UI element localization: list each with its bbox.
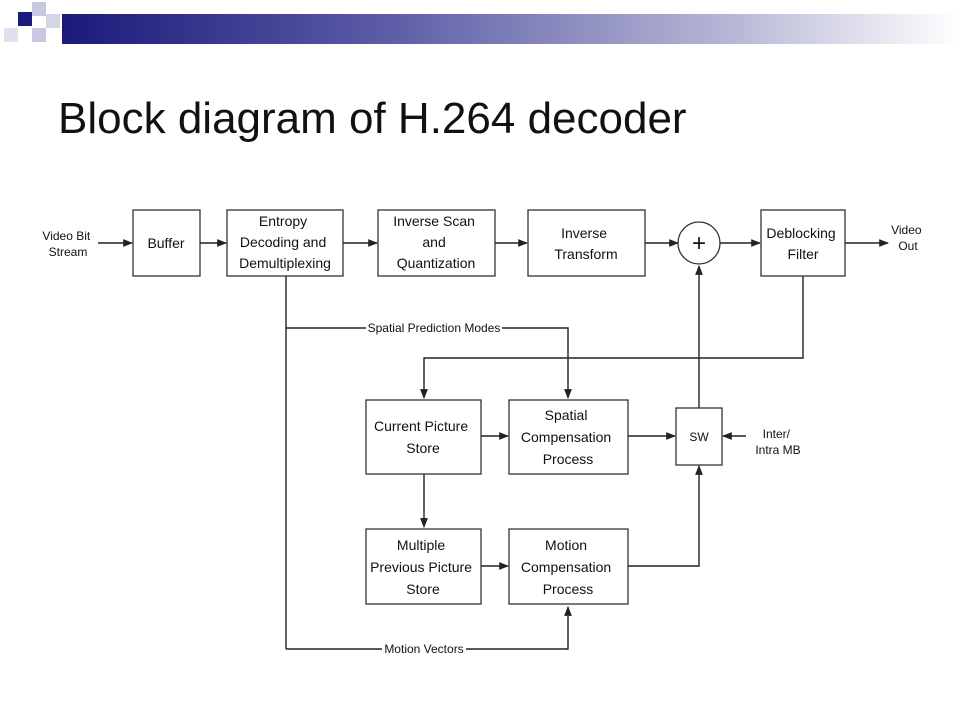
svg-text:Deblocking Filter: Deblocking Filter: [766, 225, 839, 262]
multiple-previous-picture-store-block: Multiple Previous Picture Store: [365, 528, 482, 605]
svg-text:SW: SW: [689, 430, 709, 444]
video-out-label: Video Out: [891, 223, 925, 253]
svg-text:Inverse Transform: Inverse Transform: [554, 225, 617, 262]
svg-text:Buffer: Buffer: [147, 235, 184, 251]
svg-text:Spatial Compensation: Spatial Compensation Process: [521, 407, 615, 467]
spatial-prediction-modes-label: Spatial Prediction Modes: [368, 321, 501, 335]
spatial-modes-line-right: [502, 327, 572, 399]
video-bit-stream-label: Video Bit Stream: [42, 229, 93, 259]
deblocking-filter-block: Deblocking Filter: [760, 209, 846, 277]
current-picture-store-block: Current Picture Store: [365, 399, 482, 475]
svg-text:+: +: [692, 230, 706, 257]
buffer-block: Buffer: [132, 209, 201, 277]
sw-switch-block: SW: [675, 407, 723, 466]
connections: [98, 239, 889, 650]
corner-square-light: [46, 14, 60, 28]
inverse-transform-block: Inverse Transform: [527, 209, 646, 277]
svg-text:Current Picture Store: Current Picture Store: [374, 418, 472, 456]
corner-square-dark: [18, 12, 32, 26]
corner-square-light: [32, 2, 46, 16]
title-gradient-bar: [62, 14, 960, 44]
svg-text:Multiple Previous Pictur: Multiple Previous Picture Store: [370, 537, 476, 597]
svg-text:Inverse Scan and Q: Inverse Scan and Quantization: [393, 213, 479, 271]
spatial-compensation-block: Spatial Compensation Process: [508, 399, 629, 475]
motion-to-sw: [628, 465, 703, 567]
slide-title: Block diagram of H.264 decoder: [58, 94, 687, 143]
adder-node: +: [677, 221, 721, 265]
motion-vectors-line-right: [466, 606, 572, 650]
svg-text:Motion Compensation: Motion Compensation Process: [521, 537, 615, 597]
corner-square-light: [32, 28, 46, 42]
deblocking-feedback: [420, 276, 804, 399]
svg-text:Entropy Decoding and: Entropy Decoding and Demultiplexing: [239, 213, 331, 271]
motion-compensation-block: Motion Compensation Process: [508, 528, 629, 605]
motion-vectors-label: Motion Vectors: [384, 642, 463, 656]
inverse-scan-block: Inverse Scan and Quantization: [377, 209, 496, 277]
inter-intra-mb-label: Inter/ Intra MB: [755, 427, 800, 457]
entropy-decoding-block: Entropy Decoding and Demultiplexing: [226, 209, 344, 277]
corner-square-light: [4, 28, 18, 42]
